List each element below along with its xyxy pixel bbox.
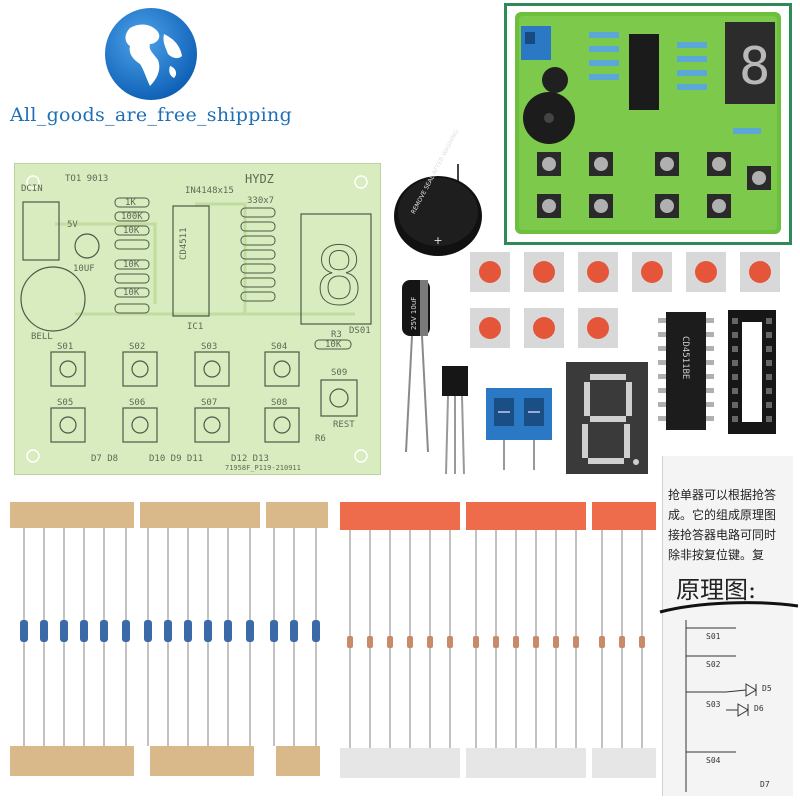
pcb-ic-ref: IC1 <box>187 322 204 332</box>
pcb-switch-s05: S05 <box>57 398 74 408</box>
pcb-r3-value: 10K <box>325 340 342 350</box>
pcb-switch-s03: S03 <box>201 342 218 352</box>
doc-line-3: 接抢答器电路可同时 <box>668 528 777 542</box>
pcb-switch-s06: S06 <box>129 398 146 408</box>
pcb-res-value-1: 1K <box>125 198 136 208</box>
pcb-switch-s04: S04 <box>271 342 288 352</box>
pcb-switch-s07: S07 <box>201 398 218 408</box>
pcb-diodes-d12-d13: D12 D13 <box>231 454 269 464</box>
ic-socket <box>728 310 776 434</box>
pcb-switch-s02: S02 <box>129 342 146 352</box>
pcb-res-value-4: 10K <box>123 260 140 270</box>
resistor-strips <box>10 502 328 776</box>
capacitor-rating-label: 25V 10uF <box>410 296 418 330</box>
pcb-rest-label: REST <box>333 420 355 430</box>
pcb-bell-label: BELL <box>31 332 53 342</box>
schematic-label-s01: S01 <box>706 632 721 641</box>
buzzer-component: + <box>394 164 482 256</box>
pcb-switch-s09: S09 <box>331 368 348 378</box>
pcb-brand: HYDZ <box>245 172 274 186</box>
pcb-r3-label: R3 <box>331 330 342 340</box>
transistor-component <box>442 366 468 475</box>
doc-schematic-title: 原理图: <box>676 576 757 604</box>
doc-line-4: 除非按复位键。复 <box>668 548 765 562</box>
pcb-ic-label: CD4511 <box>179 227 189 260</box>
pcb-r6-label: R6 <box>315 434 326 444</box>
electrolytic-capacitor <box>402 280 430 453</box>
schematic-drawing <box>685 620 757 792</box>
pcb-diodes-d10-d11: D10 D9 D11 <box>149 454 204 464</box>
pcb-transistor-label: TO1 9013 <box>65 174 109 184</box>
schematic-label-s02: S02 <box>706 660 721 669</box>
pcb-res-value-5: 10K <box>123 288 140 298</box>
doc-line-1: 抢单器可以根据抢答 <box>668 488 777 502</box>
svg-text:8: 8 <box>315 230 363 323</box>
pcb-traces: 8 <box>20 175 372 463</box>
diode-strips <box>340 502 656 778</box>
schematic-label-s04: S04 <box>706 756 721 765</box>
pcb-res-value-3: 10K <box>123 226 140 236</box>
pcb-switch-s01: S01 <box>57 342 74 352</box>
schematic-label-s03: S03 <box>706 700 721 709</box>
pcb-diode-note: IN4148x15 <box>185 186 234 196</box>
ic-chip <box>658 312 714 430</box>
pcb-switch-s08: S08 <box>271 398 288 408</box>
terminal-block <box>486 388 552 470</box>
seven-segment-display <box>566 362 648 474</box>
pcb-part-id: 71958F_P119-210911 <box>225 464 301 472</box>
ic-chip-label: CD4511BE <box>680 336 690 380</box>
free-shipping-caption: All_goods_are_free_shipping <box>10 104 293 126</box>
doc-line-2: 成。它的组成原理图 <box>668 508 777 522</box>
pcb-ds-label: DS01 <box>349 326 371 336</box>
schematic-label-d6: D6 <box>754 704 764 713</box>
pcb-volt-label: 5V <box>67 220 78 230</box>
assembled-board-photo: 8 <box>515 12 781 234</box>
bare-pcb: 8 HYDZ TO1 9013 IN4148x15 330x7 <box>14 163 381 475</box>
globe-logo-icon <box>105 8 197 100</box>
pcb-cap-label: 10UF <box>73 264 95 274</box>
assembled-board-frame: 8 <box>504 3 792 245</box>
schematic-label-d7: D7 <box>760 780 770 789</box>
pcb-res-value-2: 100K <box>121 212 143 222</box>
pcb-diodes-d7-d8: D7 D8 <box>91 454 119 464</box>
svg-text:8: 8 <box>739 37 770 97</box>
push-buttons <box>470 252 780 348</box>
pcb-res-note: 330x7 <box>247 196 275 206</box>
rubber-band <box>659 601 799 614</box>
schematic-label-d5: D5 <box>762 684 772 693</box>
instruction-document <box>662 456 793 796</box>
svg-text:+: + <box>433 234 442 247</box>
pcb-power-label: DCIN <box>21 184 43 194</box>
